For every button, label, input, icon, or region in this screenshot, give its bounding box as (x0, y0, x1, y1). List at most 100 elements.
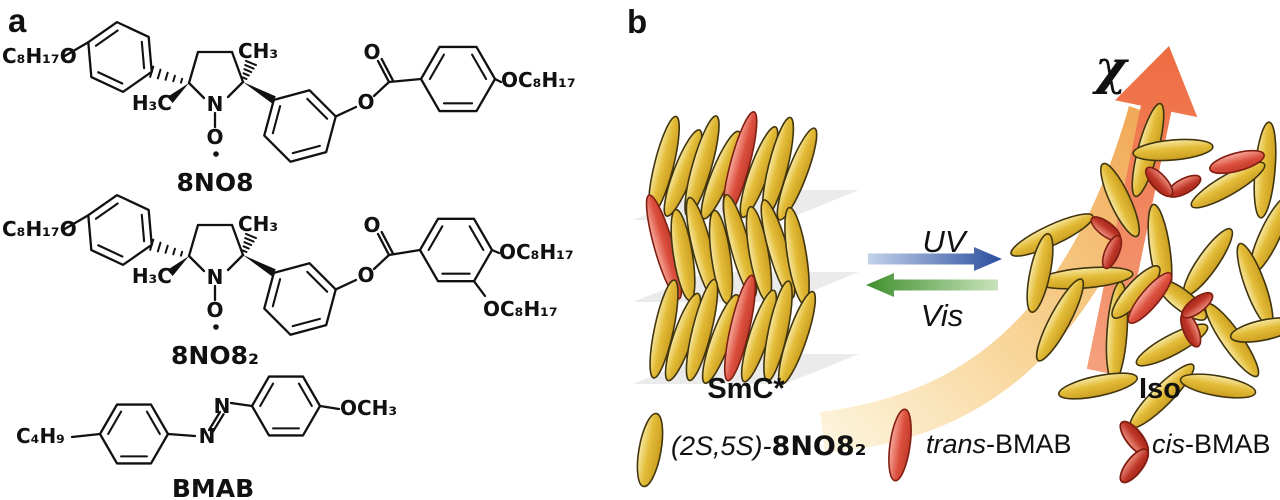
benzene-ring (419, 45, 497, 113)
bond (229, 401, 254, 408)
bond (428, 53, 445, 81)
bond (490, 248, 501, 255)
bond (164, 71, 169, 81)
mol2-oxygen-radical-label: O (206, 298, 223, 322)
mol2-methyl-left-label: H₃C (132, 264, 172, 288)
iso-8no82-ellipsoid (1179, 373, 1257, 399)
uv-label: UV (922, 224, 968, 259)
iso-8no82-ellipsoid (1026, 233, 1054, 313)
wedge-bond (167, 256, 189, 276)
bond (241, 76, 248, 80)
benzene-ring (263, 89, 337, 163)
radical-dot (213, 151, 219, 157)
iso-8no82-ellipsoid (1190, 161, 1266, 209)
mol3-methoxy-label: OCH₃ (340, 396, 397, 420)
molecule-graphics (636, 102, 1280, 488)
chi-susceptibility-label: χ (1092, 40, 1129, 96)
mol1-methyl-left-label: H₃C (132, 91, 172, 115)
bond (271, 105, 282, 135)
legend-8no82-label: (2S,5S)-8NO8₂ (671, 431, 866, 462)
bond (468, 225, 485, 252)
bond (244, 64, 255, 70)
bond (140, 40, 146, 70)
bond (306, 97, 329, 120)
mol1-carbonyl-oxygen-label: O (363, 40, 380, 64)
legend-red-ellipsoid (888, 408, 912, 482)
bond (140, 213, 146, 243)
radical-dot (213, 324, 219, 330)
benzene-ring (98, 403, 170, 465)
uv-arrow (868, 247, 1002, 271)
bond (376, 232, 391, 257)
wedge-bond (243, 255, 276, 277)
bond (179, 77, 184, 84)
iso-8no82-ellipsoid (1100, 162, 1140, 238)
mol2-alkoxy-left-label: C₈H₁₇O (2, 217, 77, 241)
bond (61, 214, 90, 232)
bond (97, 71, 124, 85)
bond (61, 41, 90, 59)
smc-8no82-ellipsoid (777, 290, 817, 386)
bond (172, 74, 176, 83)
iso-8no82-ellipsoid (1010, 213, 1094, 257)
mol1-name: 8NO8 (177, 168, 254, 197)
mol3-butyl-label: C₄H₉ (16, 424, 65, 448)
bond (380, 57, 394, 82)
mol2-nitrogen-label: N (207, 265, 224, 289)
bond (172, 247, 176, 256)
bond (242, 72, 250, 77)
bond (376, 59, 391, 84)
bond (156, 241, 162, 253)
panel-a-label: a (8, 2, 27, 39)
legend-trans-bmab-label: trans-BMAB (926, 429, 1072, 459)
panel-a: a C₈H₁₇O H₃C CH₃ N O O O OC₈H₁₇ 8NO8 C₈H… (2, 2, 576, 500)
smc-8no82-ellipsoid (776, 127, 818, 221)
legend-cis-bmab-label: cis-BMAB (1152, 429, 1271, 459)
iso-8no82-ellipsoid (1058, 372, 1138, 400)
bond (372, 80, 391, 98)
smc-8no82-ellipsoid (763, 280, 793, 382)
bond (179, 250, 184, 257)
bond (387, 248, 422, 257)
bond (187, 81, 206, 100)
benzene-ring (250, 375, 322, 437)
mol2-ester-oxygen-label: O (357, 263, 374, 287)
bond (493, 77, 503, 84)
bond (471, 53, 488, 81)
mol1-ester-oxygen-label: O (357, 90, 374, 114)
iso-8no82-ellipsoid (1229, 317, 1280, 343)
bond (70, 432, 102, 439)
mol1-methyl-right-label: CH₃ (238, 39, 278, 63)
bond (245, 59, 257, 67)
mol1-alkoxy-right-label: OC₈H₁₇ (501, 68, 576, 92)
mol3-azo-n-right-label: N (214, 394, 231, 418)
smc-phase-label: SmC* (707, 373, 785, 405)
bond (387, 77, 423, 84)
bond (291, 317, 321, 328)
bond (427, 225, 444, 252)
bond (243, 241, 253, 247)
mol1-oxygen-radical-label: O (206, 125, 223, 149)
iso-phase-label: Iso (1139, 373, 1181, 405)
iso-8no82-ellipsoid (1035, 278, 1085, 362)
bond (297, 382, 313, 408)
mol2-alkoxy-right2-label: OC₈H₁₇ (483, 297, 558, 321)
bond (211, 413, 225, 434)
mol2-methyl-right-label: CH₃ (238, 212, 278, 236)
panel-b: χ b UV Vis SmC* Iso (2S,5S)-8NO8₂ trans-… (627, 3, 1280, 488)
chem-skeleton (61, 20, 503, 465)
bond (372, 253, 391, 271)
legend-yellow-ellipsoid (636, 412, 664, 488)
bond (187, 50, 200, 85)
mol3-name: BMAB (172, 474, 254, 500)
bond (334, 278, 358, 291)
bond (271, 278, 282, 308)
bond (226, 253, 245, 272)
bond (259, 382, 275, 408)
bond (291, 144, 321, 155)
bond (107, 410, 123, 436)
bond (306, 270, 329, 293)
bond (244, 237, 255, 243)
legend-cis-bmab-marker (1114, 416, 1154, 488)
bond (166, 432, 197, 438)
